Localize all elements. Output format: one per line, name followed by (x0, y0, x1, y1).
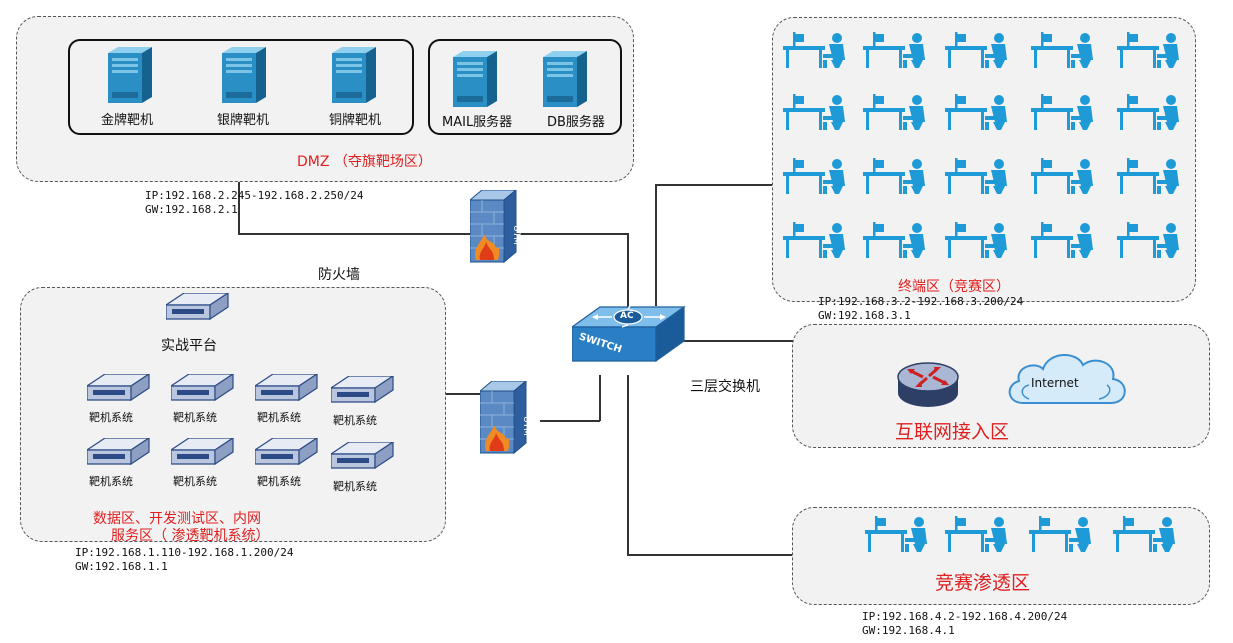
internet-zone: Internet 互联网接入区 (792, 324, 1210, 448)
pentest-workstation-icon-1 (865, 516, 927, 552)
workstation-icon-2 (863, 32, 925, 68)
link-pentest-h (627, 554, 792, 556)
workstation-icon-4 (1031, 32, 1093, 68)
terminal-zone-title: 终端区（竞赛区） (898, 279, 1010, 295)
workstation-icon-8 (945, 94, 1007, 130)
link-terminal-v (655, 184, 657, 306)
utm-label-bottom: UTM (520, 416, 531, 436)
pentest-zone-gw: GW:192.168.4.1 (862, 624, 955, 637)
link-terminal-h (655, 184, 773, 186)
data-zone-title-line1: 数据区、开发测试区、内网 (93, 511, 261, 527)
workstation-icon-19 (1031, 222, 1093, 258)
link-dmz-horizontal (238, 233, 628, 235)
workstation-icon-7 (863, 94, 925, 130)
terminal-zone-ip: IP:192.168.3.2-192.168.3.200/24 (818, 295, 1024, 308)
dmz-ip: IP:192.168.2.245-192.168.2.250/24 (145, 189, 364, 202)
data-zone: 实战平台 靶机系统 靶机系统 靶机系统 靶机系统 靶机系统 靶机系统 靶机系统 … (20, 287, 446, 544)
router-icon (897, 362, 959, 407)
dmz-title: DMZ （夺旗靶场区） (297, 154, 432, 170)
pentest-workstation-icon-2 (945, 516, 1007, 552)
workstation-icon-9 (1031, 94, 1093, 130)
target-system-icon-1 (87, 374, 150, 401)
link-data-zone (446, 393, 481, 395)
link-pentest-v (627, 375, 629, 555)
switch-caption: 三层交换机 (690, 379, 760, 395)
target-system-label-8: 靶机系统 (333, 480, 377, 493)
target-system-icon-3 (255, 374, 318, 401)
target-system-label-2: 靶机系统 (173, 411, 217, 424)
pentest-workstation-icon-3 (1029, 516, 1091, 552)
pentest-zone-title: 竞赛渗透区 (935, 572, 1031, 594)
dmz-gw: GW:192.168.2.1 (145, 203, 238, 216)
server-label-silver: 银牌靶机 (217, 113, 270, 128)
target-system-icon-7 (255, 438, 318, 465)
target-system-label-5: 靶机系统 (89, 475, 133, 488)
bronze-target-server-icon (332, 47, 376, 103)
link-utm-switch-h (540, 420, 600, 422)
internet-zone-title: 互联网接入区 (895, 421, 1010, 443)
target-system-icon-5 (87, 438, 150, 465)
workstation-icon-3 (945, 32, 1007, 68)
server-label-bronze: 铜牌靶机 (329, 113, 382, 128)
link-dmz-switch (627, 233, 629, 313)
workstation-icon-1 (783, 32, 845, 68)
workstation-icon-15 (1117, 158, 1179, 194)
platform-icon (166, 293, 229, 320)
switch-center-label: AC (620, 311, 634, 321)
target-system-icon-4 (331, 376, 394, 403)
target-system-label-7: 靶机系统 (257, 475, 301, 488)
data-zone-ip: IP:192.168.1.110-192.168.1.200/24 (75, 546, 294, 559)
utm-label-top: UTM (510, 225, 521, 245)
target-system-label-6: 靶机系统 (173, 475, 217, 488)
db-server-label: DB服务器 (547, 115, 605, 130)
terminal-zone: 终端区（竞赛区） (772, 17, 1196, 302)
target-system-icon-6 (171, 438, 234, 465)
link-utm-switch-v (599, 375, 601, 421)
dmz-zone: 金牌靶机 银牌靶机 铜牌靶机 MAIL服务器 DB服务器 DMZ （夺旗靶场区） (16, 16, 634, 182)
pentest-workstation-icon-4 (1113, 516, 1175, 552)
workstation-icon-5 (1117, 32, 1179, 68)
data-zone-title-line2: 服务区（ 渗透靶机系统） (111, 528, 270, 544)
internet-cloud-icon (1008, 354, 1126, 404)
pentest-zone-ip: IP:192.168.4.2-192.168.4.200/24 (862, 610, 1068, 623)
mail-server-label: MAIL服务器 (442, 115, 513, 130)
target-system-label-1: 靶机系统 (89, 411, 133, 424)
workstation-icon-14 (1031, 158, 1093, 194)
silver-target-server-icon (222, 47, 266, 103)
workstation-icon-13 (945, 158, 1007, 194)
target-system-label-4: 靶机系统 (333, 414, 377, 427)
gold-target-server-icon (108, 47, 152, 103)
workstation-icon-6 (783, 94, 845, 130)
data-zone-gw: GW:192.168.1.1 (75, 560, 168, 573)
workstation-icon-11 (783, 158, 845, 194)
firewall-label: 防火墙 (318, 267, 360, 283)
target-group-box (68, 39, 414, 135)
workstation-icon-18 (945, 222, 1007, 258)
mail-server-icon (453, 51, 497, 107)
server-label-gold: 金牌靶机 (101, 113, 154, 128)
pentest-zone: 竞赛渗透区 (792, 507, 1210, 605)
terminal-zone-gw: GW:192.168.3.1 (818, 309, 911, 322)
target-system-icon-8 (331, 442, 394, 469)
workstation-icon-16 (783, 222, 845, 258)
workstation-icon-10 (1117, 94, 1179, 130)
workstation-icon-20 (1117, 222, 1179, 258)
db-server-icon (543, 51, 587, 107)
layer3-switch-icon (572, 303, 686, 363)
link-dmz-vertical (238, 138, 240, 234)
target-system-label-3: 靶机系统 (257, 411, 301, 424)
target-system-icon-2 (171, 374, 234, 401)
internet-label: Internet (1031, 376, 1079, 390)
service-group-box (428, 39, 622, 135)
workstation-icon-17 (863, 222, 925, 258)
workstation-icon-12 (863, 158, 925, 194)
platform-label: 实战平台 (161, 338, 217, 354)
